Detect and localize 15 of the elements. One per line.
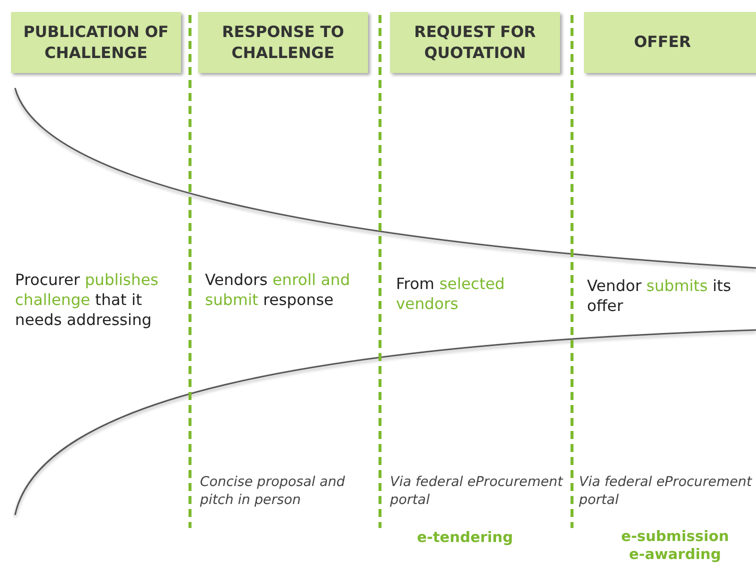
note-text: Via federal eProcurement portal	[390, 473, 564, 509]
note-text: Via federal eProcurement portal	[579, 473, 754, 509]
phase-header-box: PUBLICATION OF CHALLENGE	[11, 12, 181, 73]
channel-label: e-submission	[620, 528, 730, 546]
phase-header-box: REQUEST FOR QUOTATION	[390, 12, 560, 73]
step-description: Procurer publishes challenge that it needs addressing	[15, 270, 160, 330]
header-text: OFFER	[634, 32, 691, 53]
step-description: Vendor submits its offer	[587, 276, 732, 316]
phase-header-box	[584, 12, 756, 73]
note-text: Concise proposal and pitch in person	[200, 473, 346, 509]
step-description: Vendors enroll and submit response	[205, 270, 352, 310]
step-description: From selected vendors	[396, 274, 506, 314]
channel-label: e-tendering	[416, 529, 514, 547]
phase-header-box: RESPONSE TO CHALLENGE	[198, 12, 368, 73]
channel-label: e-awarding	[628, 546, 722, 563]
